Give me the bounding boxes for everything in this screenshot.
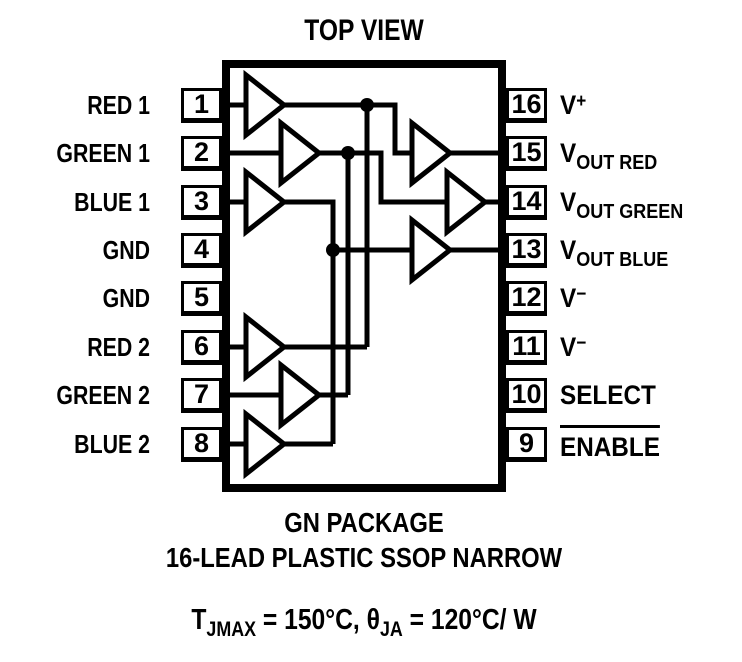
pin-box-16: 16	[506, 88, 547, 123]
ic-body	[222, 60, 506, 492]
pin-box-14: 14	[506, 185, 547, 220]
signal-base: SELECT	[560, 379, 656, 410]
amplifier-triangle-icon-green2	[278, 359, 324, 431]
signal-base: V	[560, 137, 577, 168]
pin-number: 2	[193, 137, 210, 167]
pin-label-vout-red: VOUT RED	[560, 136, 657, 174]
pin-label-gnd5: GND	[102, 283, 150, 313]
pin-box-15: 15	[506, 136, 547, 171]
junction-dot-green	[341, 146, 355, 160]
pin-label-vout-blue: VOUT BLUE	[560, 233, 668, 271]
pin-box-10: 10	[506, 378, 547, 413]
pin-number: 16	[511, 89, 542, 119]
signal-base: V	[560, 186, 577, 217]
pin-label-vplus: V+	[560, 88, 586, 122]
tjmax-symbol: T	[191, 604, 207, 636]
pin-label-red2: RED 2	[87, 332, 150, 362]
pin-label-vminus-12: V−	[560, 281, 586, 315]
pin-number: 13	[511, 234, 542, 264]
signal-sup: +	[576, 90, 587, 112]
pin-label-vout-green: VOUT GREEN	[560, 185, 683, 223]
package-description: 16-LEAD PLASTIC SSOP NARROW	[165, 542, 563, 573]
amplifier-triangle-icon-vout-red	[409, 117, 455, 189]
pin-box-8: 8	[181, 427, 222, 462]
junction-dot-red	[360, 98, 374, 112]
package-name: GN PACKAGE	[284, 507, 444, 538]
pin-number: 7	[193, 379, 210, 409]
pin-number: 3	[193, 186, 210, 216]
pin-label-vminus-11: V−	[560, 330, 586, 364]
signal-base: V	[560, 282, 577, 313]
pin-box-7: 7	[181, 378, 222, 413]
pin-box-9: 9	[506, 427, 547, 462]
pin-number: 5	[193, 282, 210, 312]
signal-sup: −	[576, 283, 587, 305]
pin-number: 1	[193, 89, 210, 119]
pin-box-2: 2	[181, 136, 222, 171]
pin-box-13: 13	[506, 233, 547, 268]
signal-sup: −	[576, 332, 587, 354]
pin-box-1: 1	[181, 88, 222, 123]
pin-number: 12	[511, 282, 542, 312]
pin-box-11: 11	[506, 330, 547, 365]
amplifier-triangle-icon-vout-blue	[409, 214, 455, 286]
pin-box-12: 12	[506, 281, 547, 316]
pin-number: 15	[511, 137, 542, 167]
pin-label-select: SELECT	[560, 378, 656, 412]
pin-box-4: 4	[181, 233, 222, 268]
diagram-title: TOP VIEW	[304, 14, 424, 47]
amplifier-triangle-icon-red2	[243, 311, 289, 383]
signal-base: V	[560, 234, 577, 265]
signal-sub: OUT BLUE	[576, 248, 669, 271]
signal-base: V	[560, 331, 577, 362]
theta-subscript: JA	[379, 618, 403, 641]
theta-value: = 120°C/ W	[402, 604, 537, 636]
tjmax-subscript: JMAX	[206, 618, 257, 641]
amplifier-triangle-icon-blue1	[243, 166, 289, 238]
amplifier-triangle-icon-vout-green	[444, 166, 490, 238]
pin-label-green2: GREEN 2	[56, 380, 150, 410]
theta-symbol: θ	[366, 604, 380, 636]
pin-number: 6	[193, 331, 210, 361]
signal-sub: OUT GREEN	[576, 200, 684, 223]
pin-label-gnd4: GND	[102, 235, 150, 265]
amplifier-triangle-icon-blue2	[243, 408, 289, 480]
pin-label-blue2: BLUE 2	[74, 429, 150, 459]
junction-dot-blue	[326, 243, 340, 257]
pin-number: 9	[518, 428, 535, 458]
pin-box-3: 3	[181, 185, 222, 220]
pin-number: 4	[193, 234, 210, 264]
signal-base-overlined: ENABLE	[560, 425, 660, 463]
pin-number: 8	[193, 428, 210, 458]
pin-box-6: 6	[181, 330, 222, 365]
pin-label-blue1: BLUE 1	[74, 187, 150, 217]
tjmax-value: = 150°C,	[256, 604, 367, 636]
pin-label-red1: RED 1	[87, 90, 150, 120]
signal-sub: OUT RED	[576, 151, 658, 174]
pin-box-5: 5	[181, 281, 222, 316]
pin-label-enable: ENABLE	[560, 425, 660, 463]
amplifier-triangle-icon-green1	[278, 117, 324, 189]
pin-label-green1: GREEN 1	[56, 138, 150, 168]
amplifier-triangle-icon-red1	[243, 69, 289, 141]
pin-number: 10	[511, 379, 542, 409]
pin-number: 11	[512, 331, 541, 361]
signal-base: V	[560, 89, 577, 120]
thermal-spec: TJMAX = 150°C, θJA = 120°C/ W	[55, 604, 674, 641]
pin-number: 14	[511, 186, 542, 216]
